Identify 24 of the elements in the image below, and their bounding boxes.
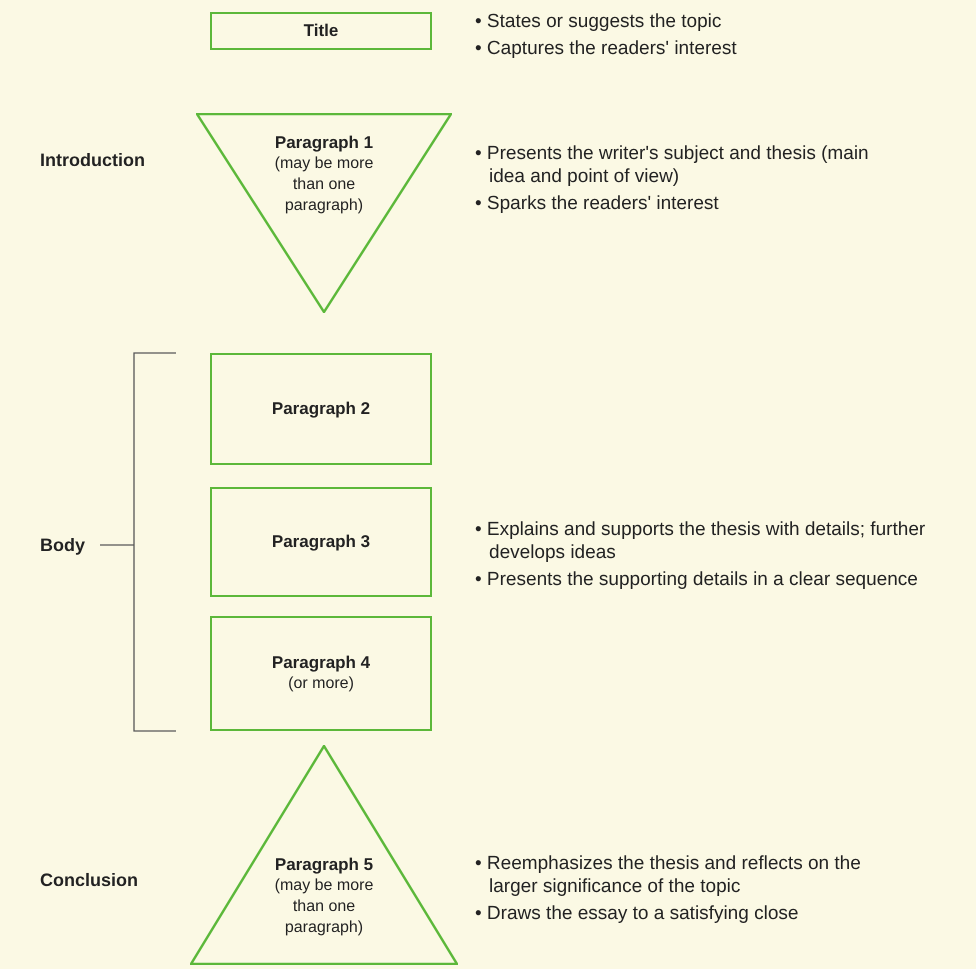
paragraph-box	[210, 12, 432, 50]
bullet-text: • Captures the readers' interest	[475, 37, 738, 60]
section-label: Conclusion	[40, 870, 138, 891]
box-note: (may be more than one paragraph)	[274, 154, 374, 216]
bullet-text: • Presents the supporting details in a clear sequence	[475, 568, 919, 591]
bullet-text: • Draws the essay to a satisfying close	[475, 902, 800, 925]
paragraph-box	[210, 616, 432, 731]
box-heading: Paragraph 4	[272, 653, 370, 673]
bullet-text: • Sparks the readers' interest	[475, 192, 720, 215]
box-heading: Paragraph 2	[272, 399, 370, 419]
bullet-text: • Explains and supports the thesis with details; further develops ideas	[475, 518, 926, 564]
box-heading: Paragraph 3	[272, 532, 370, 552]
box-note: (or more)	[288, 674, 354, 694]
bullet-text: • Reemphasizes the thesis and reflects on the larger significance of the topic	[475, 852, 862, 898]
section-label: Body	[40, 535, 85, 556]
box-note: (may be more than one paragraph)	[274, 876, 374, 938]
box-heading: Paragraph 5	[274, 855, 374, 875]
paragraph-box	[210, 487, 432, 597]
box-heading: Paragraph 1	[274, 133, 374, 153]
bullet-text: • States or suggests the topic	[475, 10, 722, 33]
box-heading: Title	[304, 21, 338, 41]
bullet-text: • Presents the writer's subject and thesis (main idea and point of view)	[475, 142, 870, 188]
section-label: Introduction	[40, 150, 145, 171]
paragraph-box	[210, 353, 432, 465]
